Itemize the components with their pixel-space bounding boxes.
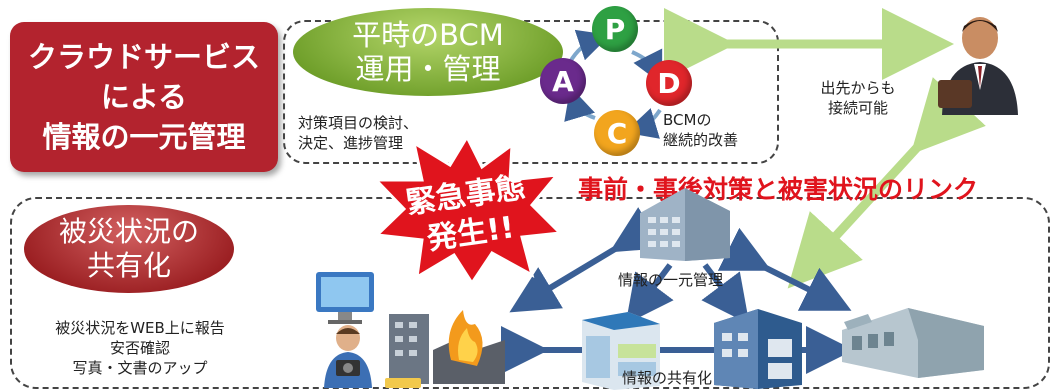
pdca-d-label: D: [657, 66, 681, 100]
office-building-icon: [582, 312, 660, 390]
pdca-c-label: C: [606, 116, 628, 150]
pdca-p-label: P: [604, 12, 626, 46]
emergency-burst: 緊急事態 発生!!: [372, 135, 562, 285]
businessman-icon: [938, 17, 1018, 115]
share-label: 情報の共有化: [622, 369, 713, 387]
damage-pill-line-2: 共有化: [86, 249, 171, 282]
damage-description-line-1: 被災状況をWEB上に報告: [55, 319, 225, 337]
arrow-hq-right: [717, 227, 852, 311]
pdca-d-circle: D: [646, 60, 692, 106]
remote-text: 出先からも 接続可能: [803, 78, 913, 118]
photographer-icon: [324, 325, 372, 388]
bcm-pill-line-1: 平時のBCM: [352, 18, 504, 52]
arrow-hq-mid2: [701, 263, 750, 325]
bcm-frame: [283, 20, 779, 164]
bcm-pill: 平時のBCM 運用・管理: [293, 8, 563, 96]
pdca-arrow-dc: [624, 108, 662, 139]
title-box: クラウドサービス による 情報の一元管理: [10, 22, 278, 172]
pdca-a-label: A: [552, 64, 574, 98]
remote-line-1: 出先からも: [820, 79, 896, 97]
arrow-hq-left: [509, 207, 663, 313]
apartment-building-icon: [714, 309, 802, 389]
title-line-2: による: [100, 80, 188, 114]
pdca-arrow-ap: [568, 29, 611, 64]
pdca-a-circle: A: [540, 58, 586, 104]
bcm-pill-line-2: 運用・管理: [355, 52, 501, 86]
monitor-icon: [316, 272, 374, 324]
pdca-p-circle: P: [592, 6, 638, 52]
damage-pill-line-1: 被災状況の: [58, 215, 199, 248]
factory-icon: [842, 308, 984, 378]
bcm-description-line-1: 対策項目の検討、: [298, 114, 419, 132]
damage-pill: 被災状況の 共有化: [24, 205, 234, 293]
burning-building-icon: [385, 310, 505, 388]
bcm-improve-line-2: 継続的改善: [663, 131, 739, 149]
damage-description: 被災状況をWEB上に報告 安否確認 写真・文書のアップ: [40, 318, 240, 378]
bcm-improve-text: BCMの 継続的改善: [663, 110, 738, 150]
bcm-description: 対策項目の検討、 決定、進捗管理: [298, 113, 418, 153]
title-line-1: クラウドサービス: [27, 40, 260, 74]
pdca-c-circle: C: [594, 110, 640, 156]
hq-building-icon: [640, 188, 730, 261]
pdca-arrow-ca: [564, 86, 596, 122]
arrow-hq-mid1: [625, 263, 674, 325]
damage-description-line-2: 安否確認: [109, 339, 170, 357]
title-line-3: 情報の一元管理: [42, 120, 246, 154]
damage-description-line-3: 写真・文書のアップ: [72, 359, 208, 377]
remote-line-2: 接続可能: [827, 99, 888, 117]
bcm-description-line-2: 決定、進捗管理: [298, 134, 404, 152]
central-label: 情報の一元管理: [618, 271, 724, 289]
link-banner: 事前・事後対策と被害状況のリンク: [578, 175, 979, 204]
bcm-improve-line-1: BCMの: [663, 111, 712, 129]
